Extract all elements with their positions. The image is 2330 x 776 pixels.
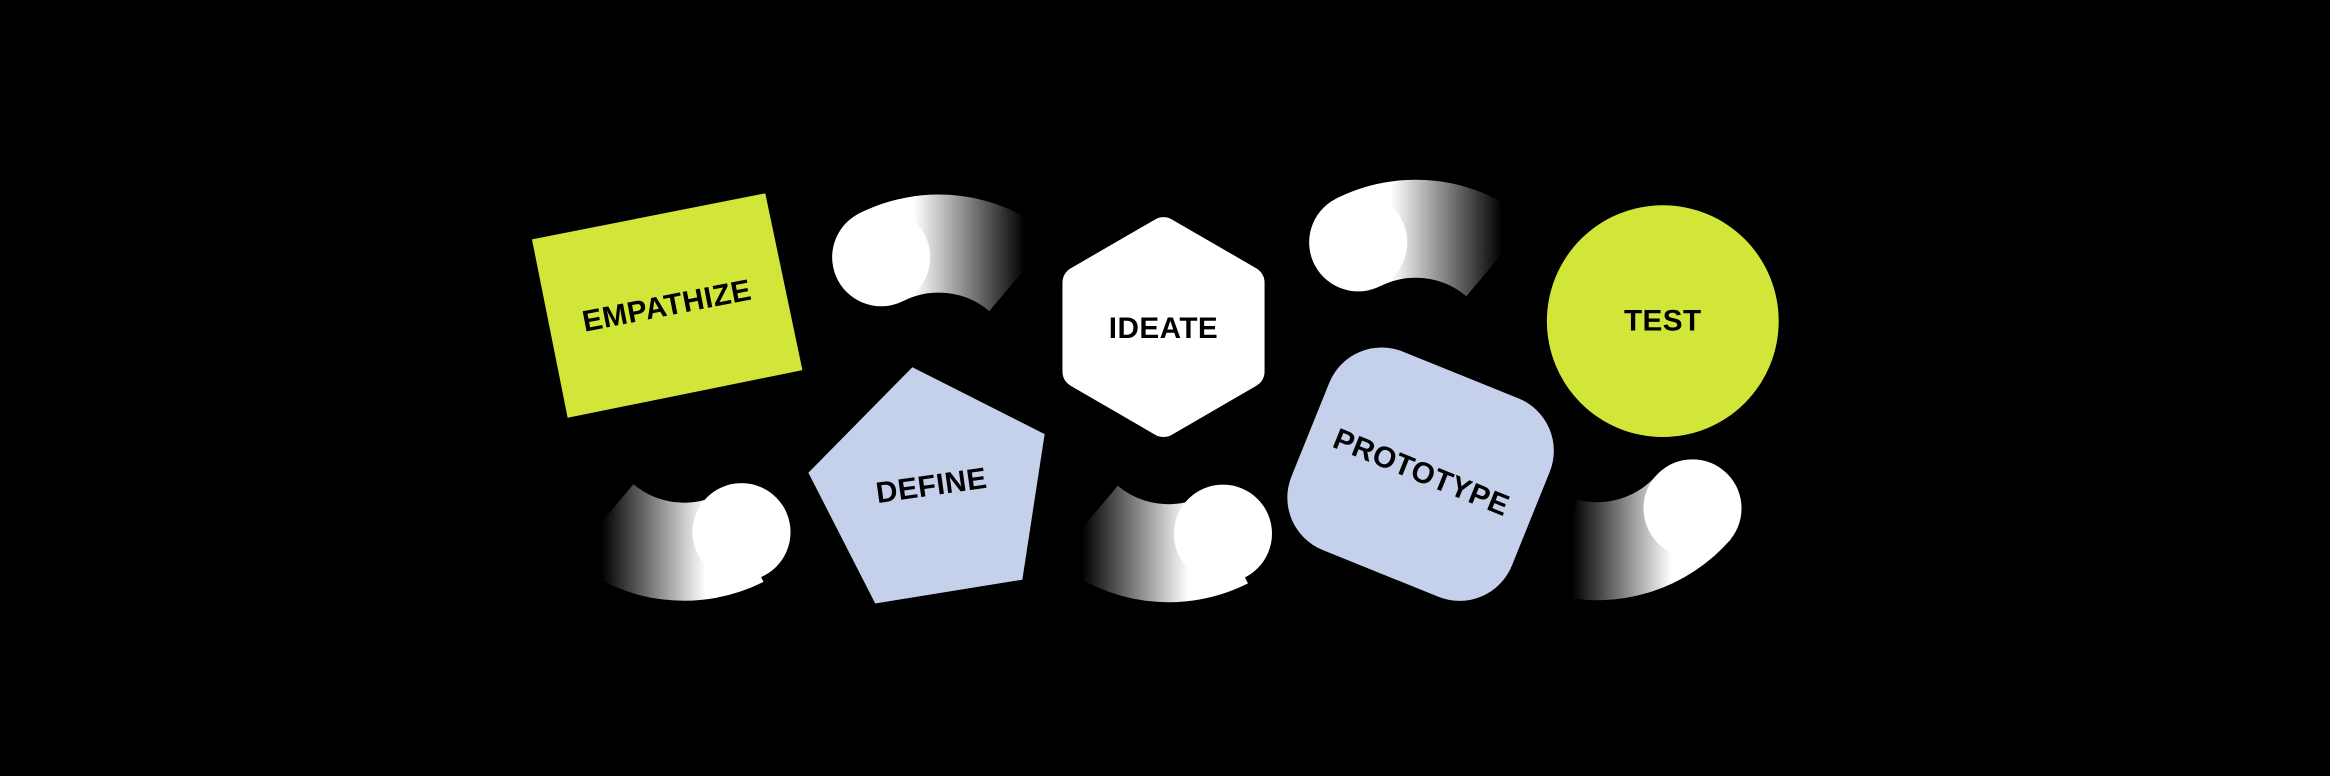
define-pentagon [808, 367, 1045, 604]
connector-swirl-3 [570, 483, 791, 601]
connector-swirl-4 [1054, 484, 1272, 603]
connector-swirl-1 [832, 194, 1053, 313]
stage-prototype: PROTOTYPE [1287, 347, 1554, 601]
ideate-hexagon [1062, 217, 1265, 438]
stage-empathize: EMPATHIZE [531, 193, 803, 418]
empathize-square [531, 193, 803, 418]
ideate-label: IDEATE [1109, 312, 1218, 345]
stage-define: DEFINE [808, 367, 1045, 604]
prototype-rounded-rect [1287, 347, 1554, 601]
stage-test: TEST [1546, 205, 1779, 438]
stage-ideate: IDEATE [1062, 217, 1265, 438]
connector-swirl-2 [1309, 179, 1530, 298]
connector-swirl-5 [1552, 459, 1742, 601]
test-label: TEST [1624, 304, 1702, 337]
test-circle [1546, 205, 1779, 438]
